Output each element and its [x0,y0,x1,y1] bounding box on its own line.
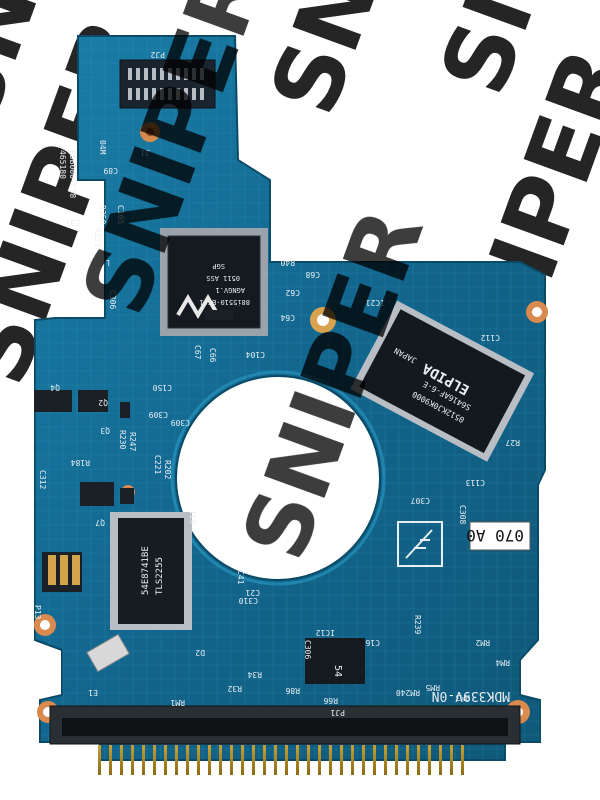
crystal [86,633,130,673]
silk-56: PJ2 [150,50,165,59]
controller-line4: SGP [212,262,225,270]
silk-28: IC12 [316,628,335,637]
pcb-id: P5B000 C38 [68,150,77,198]
silk-27: IC6 [188,510,197,525]
silk-47: RM2 [475,638,490,647]
silk-38: Q3 [100,426,110,435]
interface-connector [49,705,521,745]
small-chip: 54 [305,638,365,684]
spindle-hole [175,375,381,581]
silk-9: C68 [305,270,320,279]
silk-55: PJ1 [330,708,345,717]
silk-49: RM5 [425,683,440,692]
silk-1: R250 [98,205,107,224]
controller-line1: 88i5510-BCJ1 [199,298,250,306]
silk-34: R184 [71,458,90,467]
silk-37: Q2 [98,398,108,407]
recycle-logo [397,521,443,567]
label-sticker: 070 A0 [466,521,531,551]
silk-13: C66 [208,348,217,363]
controller-line3: 0511 ASS [206,274,240,282]
silk-30: R202 [163,460,172,479]
memory-chip: ELPIDA JAPAN S6416AF-6-E 0512KJ0K9000 [350,300,535,462]
silk-5: C306 [108,290,117,309]
silk-12: C64 [280,313,295,322]
silk-3: R251 [93,228,102,247]
silk-40: D2 [195,648,205,657]
silk-18: C310 [239,596,258,605]
sticker-text: 070 A0 [466,526,524,545]
silk-8: J1 [140,148,150,157]
silk-53: C306 [303,640,312,659]
silk-42: R32 [227,684,242,693]
silk-57: P13 [33,605,42,620]
silk-32: R230 [118,430,127,449]
silk-4: L105 [91,258,110,267]
silk-6: C89 [103,166,118,175]
silk-2: C105 [116,205,125,224]
small-chip-text: 54 [332,665,343,677]
silk-52: C21 [245,588,260,597]
silk-51: R239 [413,615,422,634]
silk-43: R86 [285,686,300,695]
silk-17: C309 [149,410,168,419]
motor-line2: TLS2255 [155,557,165,595]
model-label: MDK339V-0N [432,688,510,703]
silk-35: C312 [38,470,47,489]
silk-41: R34 [247,670,262,679]
silk-54: C309 [171,418,190,427]
silk-23: C112 [481,333,500,342]
silk-22: C113 [466,478,485,487]
silk-11: C62 [285,288,300,297]
silk-58: E1 [88,688,98,697]
silk-26: IC21 [366,298,385,307]
silk-24: C307 [411,496,430,505]
silk-10: R40 [280,258,295,267]
silk-7: 04M [98,140,107,155]
silk-14: C67 [193,345,202,360]
silk-48: RM4 [495,658,510,667]
silk-46: RM3 [455,693,470,702]
silk-44: R66 [323,696,338,705]
silk-15: C104 [246,350,265,359]
silk-16: C150 [153,383,172,392]
silk-0: C37 [65,218,80,227]
silk-19: C41 [236,570,245,585]
controller-line2: AGNGV.1 [215,286,245,294]
silk-50: RM240 [396,688,420,697]
silk-36: Q4 [50,383,60,392]
flex-connector [119,59,216,109]
silk-21: C16 [365,638,380,647]
silk-45: RM1 [170,698,185,707]
silk-25: C308 [458,505,467,524]
silk-31: C221 [153,455,162,474]
silk-39: Q7 [95,518,105,527]
motor-line1: 54E8741BE [141,546,151,595]
pcb-id2: 465180 [58,150,67,179]
silk-33: R247 [128,432,137,451]
motor-driver-chip: 54E8741BE TLS2255 [110,512,192,630]
gold-pins [98,745,464,775]
silk-29: R27 [505,438,520,447]
silkscreen-labels: MDK339V-0N P5B000 C38 465180 C37 R250 C1… [33,50,520,717]
